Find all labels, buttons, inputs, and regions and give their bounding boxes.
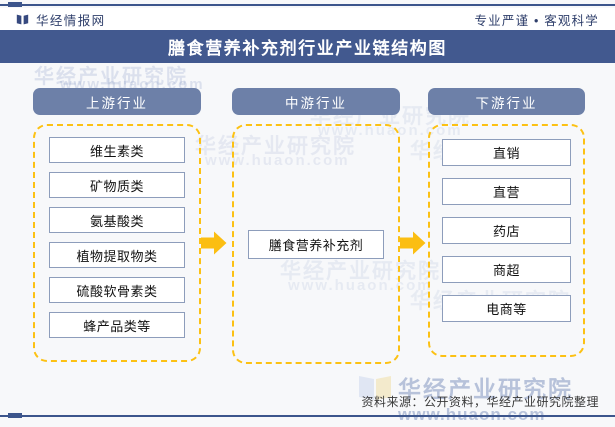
column-header-midstream: 中游行业	[232, 88, 400, 115]
midstream-group: 膳食营养补充剂	[232, 124, 400, 364]
column-upstream: 上游行业 维生素类 矿物质类 氨基酸类 植物提取物类 硫酸软骨素类 蜂产品类等	[33, 88, 201, 362]
node-upstream-5[interactable]: 硫酸软骨素类	[49, 277, 185, 303]
column-midstream: 中游行业 膳食营养补充剂	[232, 88, 400, 364]
node-downstream-3[interactable]: 药店	[442, 217, 571, 244]
brand-name: 华经情报网	[36, 13, 106, 28]
node-upstream-1[interactable]: 维生素类	[49, 137, 185, 163]
source-note: 资料来源：公开资料，华经产业研究院整理	[361, 395, 599, 409]
book-logo-icon	[16, 14, 29, 24]
page-header: 华经情报网 专业严谨 • 客观科学	[0, 8, 615, 30]
bottom-rule-cap	[8, 413, 22, 418]
top-rule-cap	[8, 2, 22, 7]
column-downstream: 下游行业 直销 直营 药店 商超 电商等	[428, 88, 585, 357]
upstream-group: 维生素类 矿物质类 氨基酸类 植物提取物类 硫酸软骨素类 蜂产品类等	[33, 124, 201, 362]
node-midstream-1[interactable]: 膳食营养补充剂	[248, 229, 384, 259]
top-rule	[0, 4, 615, 6]
column-header-upstream: 上游行业	[33, 88, 201, 115]
node-upstream-3[interactable]: 氨基酸类	[49, 207, 185, 233]
column-header-downstream: 下游行业	[428, 88, 585, 115]
bottom-rule	[0, 415, 615, 417]
header-tagline: 专业严谨 • 客观科学	[474, 13, 599, 28]
node-upstream-2[interactable]: 矿物质类	[49, 172, 185, 198]
node-upstream-6[interactable]: 蜂产品类等	[49, 312, 185, 338]
page-title: 膳食营养补充剂行业产业链结构图	[168, 39, 447, 58]
brand: 华经情报网	[16, 10, 106, 29]
watermark-text: 华经产业研究院	[34, 66, 188, 88]
arrow-upstream-to-midstream-icon	[201, 231, 227, 255]
node-downstream-1[interactable]: 直销	[442, 139, 571, 166]
node-downstream-2[interactable]: 直营	[442, 178, 571, 205]
node-downstream-5[interactable]: 电商等	[442, 295, 571, 322]
node-downstream-4[interactable]: 商超	[442, 256, 571, 283]
arrow-midstream-to-downstream-icon	[400, 231, 426, 255]
node-upstream-4[interactable]: 植物提取物类	[49, 242, 185, 268]
title-band: 膳食营养补充剂行业产业链结构图	[0, 30, 615, 63]
downstream-group: 直销 直营 药店 商超 电商等	[428, 124, 585, 357]
